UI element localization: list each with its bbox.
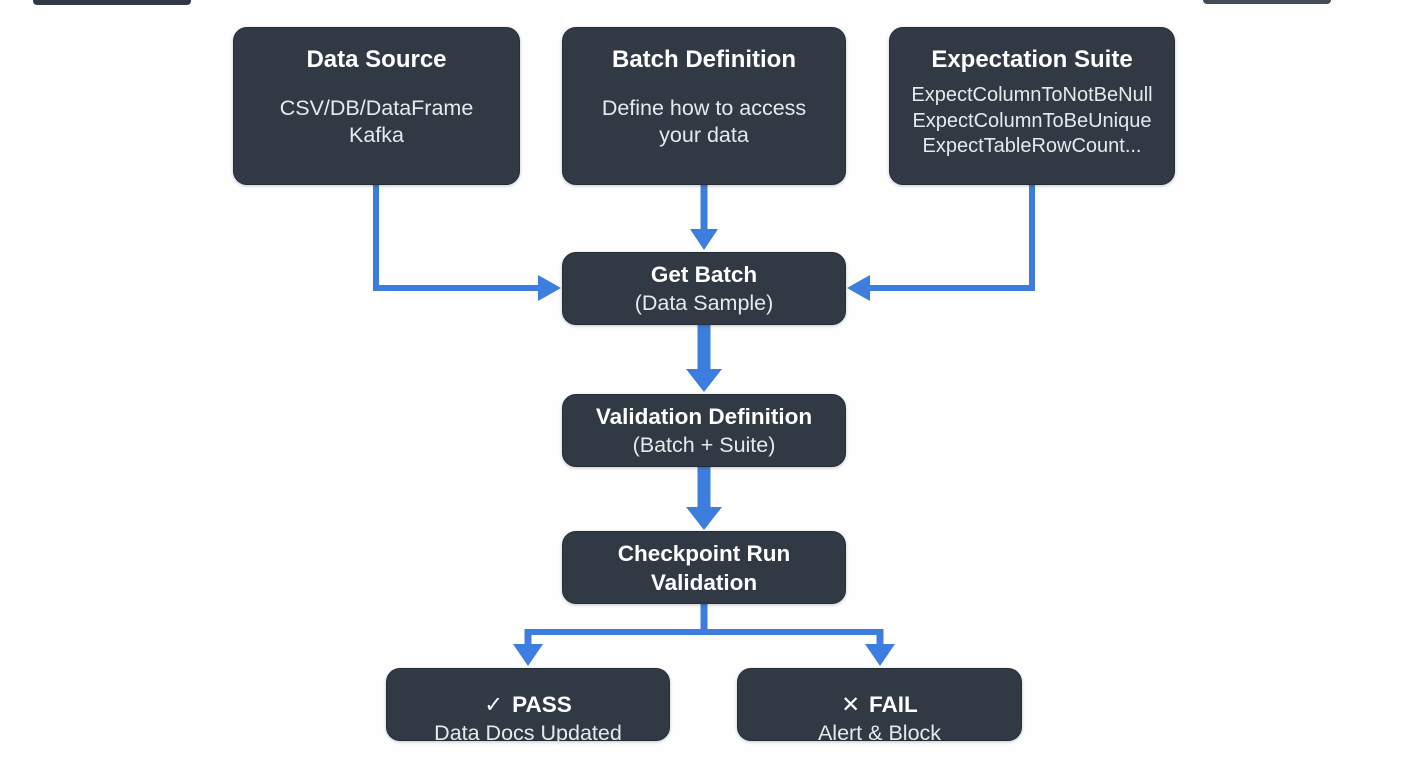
node-fail-body: Alert & Block <box>817 721 942 745</box>
node-batch-definition-body: Define how to access your data <box>601 95 807 147</box>
node-fail: ✕ FAIL Alert & Block <box>737 668 1022 745</box>
node-pass-body: Data Docs Updated <box>434 721 622 745</box>
node-validation-definition-body: (Batch + Suite) <box>632 432 776 457</box>
node-get-batch-title: Get Batch <box>650 261 758 287</box>
node-batch-definition: Batch Definition Define how to access yo… <box>562 27 846 185</box>
node-expectation-suite-title: Expectation Suite <box>931 46 1133 73</box>
node-get-batch: Get Batch (Data Sample) <box>562 252 846 325</box>
node-batch-definition-title: Batch Definition <box>612 46 796 73</box>
node-validation-definition: Validation Definition (Batch + Suite) <box>562 394 846 467</box>
check-icon: ✓ <box>484 692 504 717</box>
x-icon: ✕ <box>841 692 861 717</box>
arrowhead-to-fail <box>865 644 895 666</box>
node-pass: ✓ PASS Data Docs Updated <box>386 668 670 745</box>
node-pass-title: ✓ PASS <box>484 661 571 719</box>
node-checkpoint-title: Checkpoint Run Validation <box>617 540 791 595</box>
node-fail-label: FAIL <box>869 692 918 717</box>
screenshot-edge-artifact-left <box>33 0 191 5</box>
arrow-data-source-to-get-batch <box>373 185 561 301</box>
arrow-checkpoint-split <box>513 604 895 666</box>
node-checkpoint-run-validation: Checkpoint Run Validation <box>562 531 846 604</box>
node-pass-label: PASS <box>512 692 572 717</box>
arrowhead-to-pass <box>513 644 543 666</box>
node-expectation-suite: Expectation Suite ExpectColumnToNotBeNul… <box>889 27 1175 185</box>
arrow-expectation-suite-to-get-batch <box>847 185 1035 301</box>
node-get-batch-body: (Data Sample) <box>634 290 774 315</box>
arrow-get-batch-to-validation-definition <box>686 325 722 392</box>
node-data-source-title: Data Source <box>306 46 447 73</box>
node-expectation-suite-body: ExpectColumnToNotBeNull ExpectColumnToBe… <box>911 84 1153 158</box>
node-data-source: Data Source CSV/DB/DataFrame Kafka <box>233 27 520 185</box>
node-fail-title: ✕ FAIL <box>841 661 918 719</box>
arrow-batch-definition-to-get-batch <box>690 185 718 250</box>
node-validation-definition-title: Validation Definition <box>595 403 813 429</box>
node-data-source-body: CSV/DB/DataFrame Kafka <box>279 95 474 147</box>
arrow-validation-definition-to-checkpoint <box>686 467 722 530</box>
screenshot-edge-artifact-right <box>1203 0 1331 4</box>
